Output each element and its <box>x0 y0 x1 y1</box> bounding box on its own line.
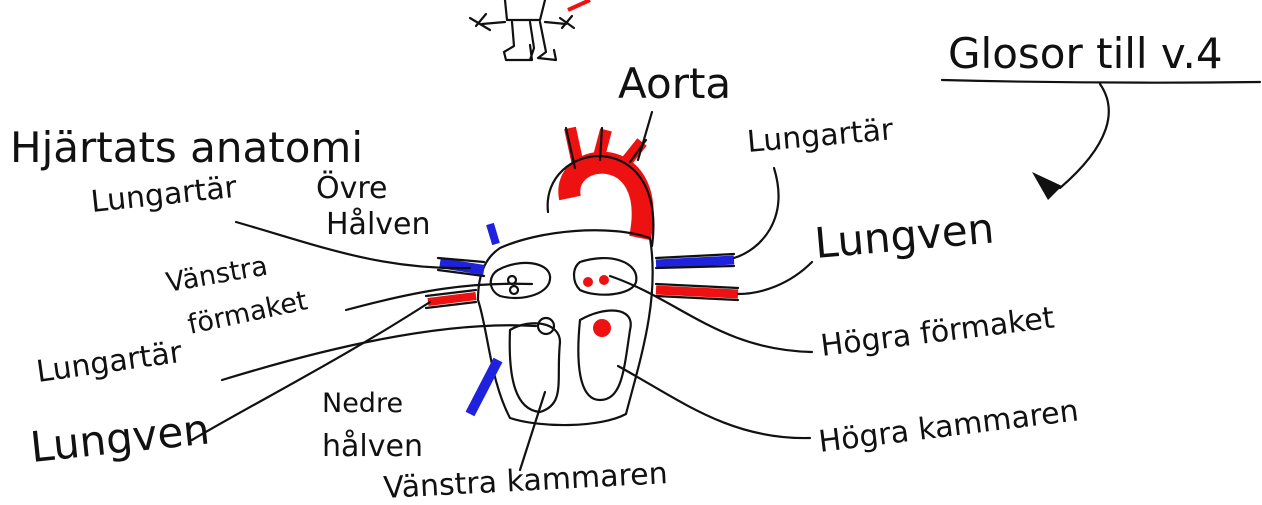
ovre-label: Övre <box>316 170 388 206</box>
lungartar-left-mid-label: Lungartär <box>34 335 185 390</box>
lungartar-left-top-label: Lungartär <box>89 170 239 220</box>
nedre-label: Nedre <box>322 388 403 419</box>
vanstra-label: Vänstra <box>164 251 270 299</box>
formaket-left-label: förmaket <box>185 285 310 341</box>
halven-top-label: Hålven <box>326 207 431 242</box>
artery-vessels <box>426 284 738 308</box>
lungven-right-label: Lungven <box>813 203 996 267</box>
subtitle-arrow <box>1060 84 1109 188</box>
aorta-label: Aorta <box>618 59 731 108</box>
hogra-formaket-label: Högra förmaket <box>819 301 1057 364</box>
subtitle-underline <box>942 80 1260 83</box>
hogra-kammaren-label: Högra kammaren <box>817 393 1081 460</box>
lungartar-right-label: Lungartär <box>746 112 896 160</box>
vanstra-kammaren-label: Vänstra kammaren <box>383 456 669 505</box>
stick-figure-icon <box>470 0 590 60</box>
subtitle: Glosor till v.4 <box>948 29 1223 78</box>
aorta-vessel <box>548 128 654 246</box>
heart-outline <box>478 230 653 425</box>
halven-bottom-label: hålven <box>322 429 423 464</box>
heart-chambers <box>491 258 637 412</box>
arrowhead-icon <box>1032 172 1062 200</box>
lungven-left-label: Lungven <box>28 404 212 472</box>
title: Hjärtats anatomi <box>10 123 363 172</box>
